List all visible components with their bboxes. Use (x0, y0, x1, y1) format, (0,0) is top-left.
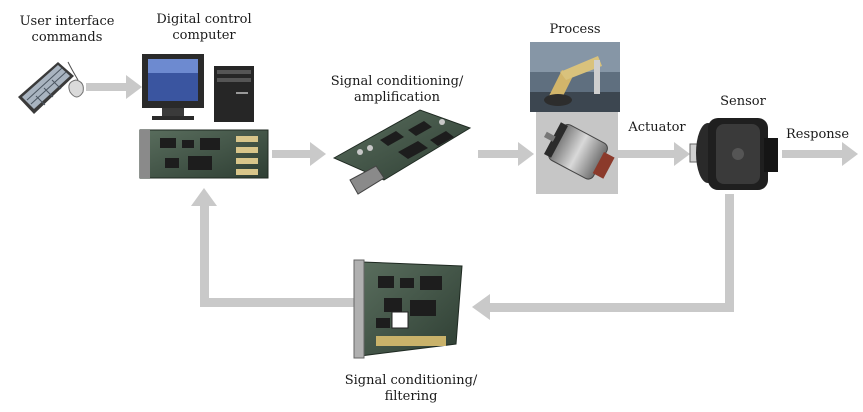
keyboard-icon (18, 62, 74, 114)
arrow-feedback-loop-return (472, 194, 734, 320)
label-line: amplification (354, 90, 440, 105)
mouse-icon (67, 61, 84, 98)
label-digital-control-computer: Digital control computer (142, 12, 266, 44)
desktop-computer-icon (142, 54, 254, 122)
label-user-interface-commands: User interface commands (12, 14, 122, 46)
motor-icon (536, 112, 618, 194)
label-line: Signal conditioning/ (344, 373, 478, 388)
arrow-amp-to-process (478, 142, 534, 166)
label-actuator: Actuator (628, 120, 686, 135)
arrow-filter-to-computer (191, 188, 358, 307)
arrow-response-output (782, 142, 858, 166)
encoder-sensor-icon (689, 118, 778, 190)
label-line: filtering (384, 389, 438, 404)
label-process: Process (549, 22, 601, 37)
arrow-actuator-to-sensor (618, 142, 690, 166)
label-line: computer (172, 28, 236, 43)
pci-card-icon (353, 259, 463, 359)
label-line: Signal conditioning/ (330, 74, 464, 89)
circuit-board-icon (332, 109, 472, 195)
label-signal-conditioning-amplification: Signal conditioning/ amplification (322, 74, 472, 106)
label-line: User interface (19, 14, 115, 29)
label-line: Digital control (156, 12, 252, 27)
arrow-keyboard-to-computer (86, 75, 142, 99)
label-line: commands (31, 30, 103, 45)
robot-arm-icon (530, 42, 620, 112)
daq-board-icon (139, 129, 269, 179)
label-response: Response (786, 127, 850, 142)
label-sensor: Sensor (720, 94, 766, 109)
label-signal-conditioning-filtering: Signal conditioning/ filtering (336, 373, 486, 405)
arrow-computer-to-amp (272, 142, 326, 166)
